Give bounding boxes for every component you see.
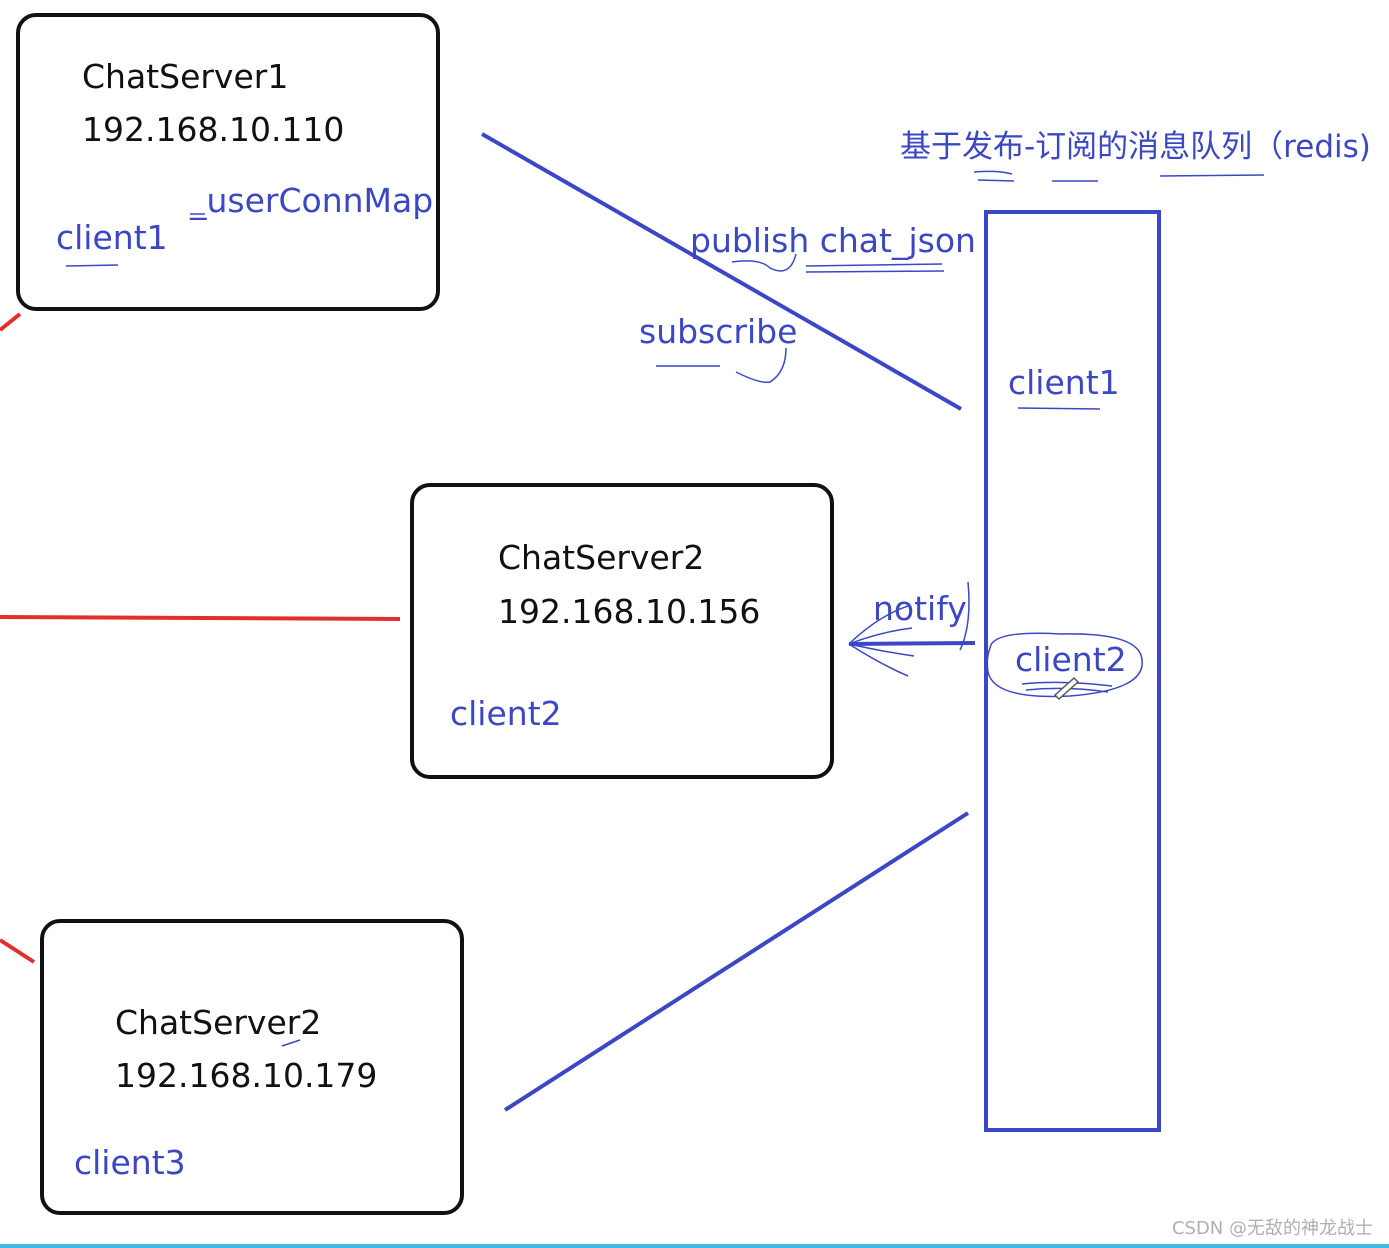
pubsub-line bbox=[481, 132, 962, 411]
server3-name: ChatServer2 bbox=[115, 1003, 322, 1042]
server3-client: client3 bbox=[74, 1143, 186, 1182]
bottom-accent-bar bbox=[0, 1244, 1389, 1248]
server1-ip: 192.168.10.110 bbox=[82, 110, 345, 149]
server1-client: client1 bbox=[56, 218, 168, 257]
server1-box bbox=[16, 13, 440, 311]
pen-cursor-icon bbox=[1053, 676, 1080, 701]
server3-box bbox=[40, 919, 464, 1215]
server2-box bbox=[410, 483, 834, 779]
server3-queue-line bbox=[503, 811, 970, 1112]
server2-ip: 192.168.10.156 bbox=[498, 592, 761, 631]
csdn-watermark: CSDN @无敌的神龙战士 bbox=[1171, 1218, 1373, 1239]
queue-client1: client1 bbox=[1008, 363, 1120, 402]
server3-ip: 192.168.10.179 bbox=[115, 1056, 378, 1095]
publish-label: publish chat_json bbox=[690, 221, 976, 260]
server2-name: ChatServer2 bbox=[498, 538, 705, 577]
queue-box bbox=[984, 210, 1161, 1132]
annotation-scribbles bbox=[65, 170, 1265, 1047]
server1-name: ChatServer1 bbox=[82, 57, 289, 96]
notify-label: notify bbox=[873, 589, 967, 628]
client2-highlight-circle bbox=[986, 632, 1143, 698]
subscribe-label: subscribe bbox=[639, 312, 798, 351]
queue-client2: client2 bbox=[1015, 640, 1127, 679]
notify-arrow bbox=[848, 581, 976, 677]
red-link-server1 bbox=[0, 312, 22, 332]
red-link-server3 bbox=[0, 938, 36, 964]
server2-client: client2 bbox=[450, 694, 562, 733]
server1-map-label: _userConnMap bbox=[190, 181, 434, 220]
queue-title: 基于发布-订阅的消息队列（redis) bbox=[900, 129, 1371, 165]
red-link-server2 bbox=[0, 615, 401, 621]
